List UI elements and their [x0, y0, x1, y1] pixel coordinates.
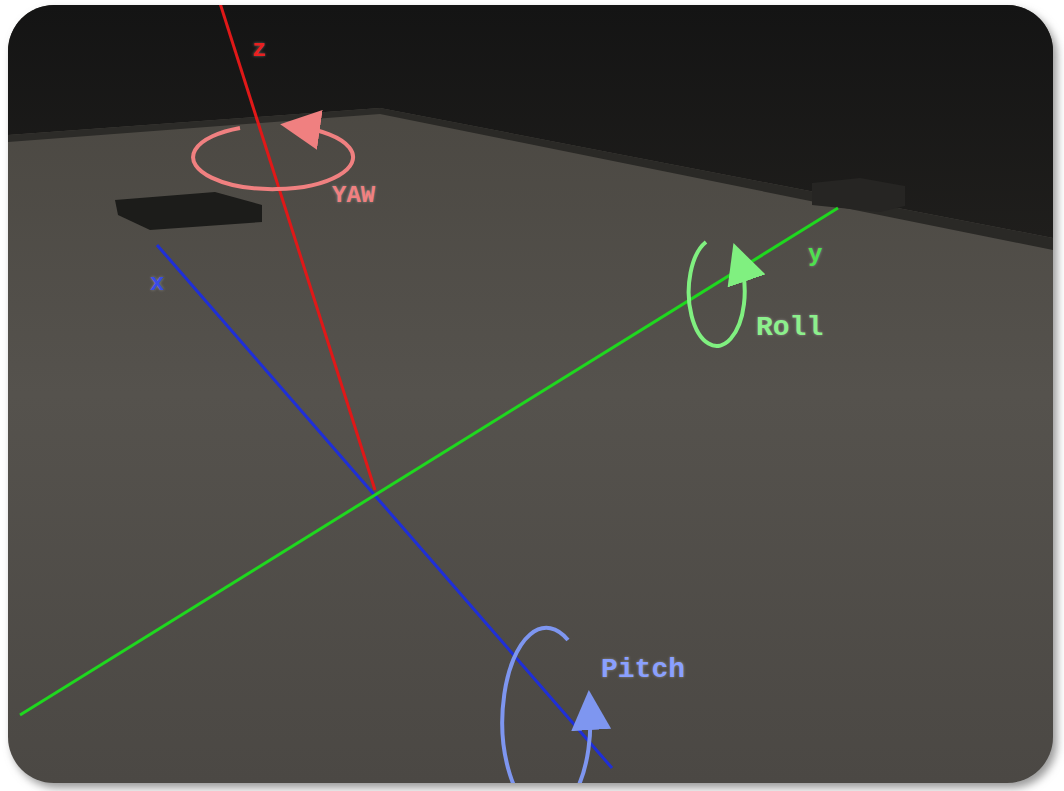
axis-label: z — [252, 38, 266, 62]
floor — [8, 5, 1053, 783]
roll-rotation-arrow — [689, 242, 745, 346]
axis-label: y — [808, 243, 822, 267]
z-axis — [219, 5, 375, 490]
x-axis — [157, 245, 612, 768]
crate-block — [115, 192, 262, 230]
pitch-rotation-arrow — [502, 628, 590, 783]
crate-block — [812, 178, 905, 212]
rotation-label: Roll — [756, 314, 823, 342]
wall-base — [380, 108, 1053, 250]
y-axis — [20, 208, 838, 715]
wall — [8, 5, 1053, 238]
yaw-rotation-arrow — [193, 127, 353, 189]
rotation-label: YAW — [332, 184, 375, 208]
axis-label: x — [150, 272, 164, 296]
rotation-label: Pitch — [601, 656, 685, 684]
wall-base — [8, 108, 380, 142]
